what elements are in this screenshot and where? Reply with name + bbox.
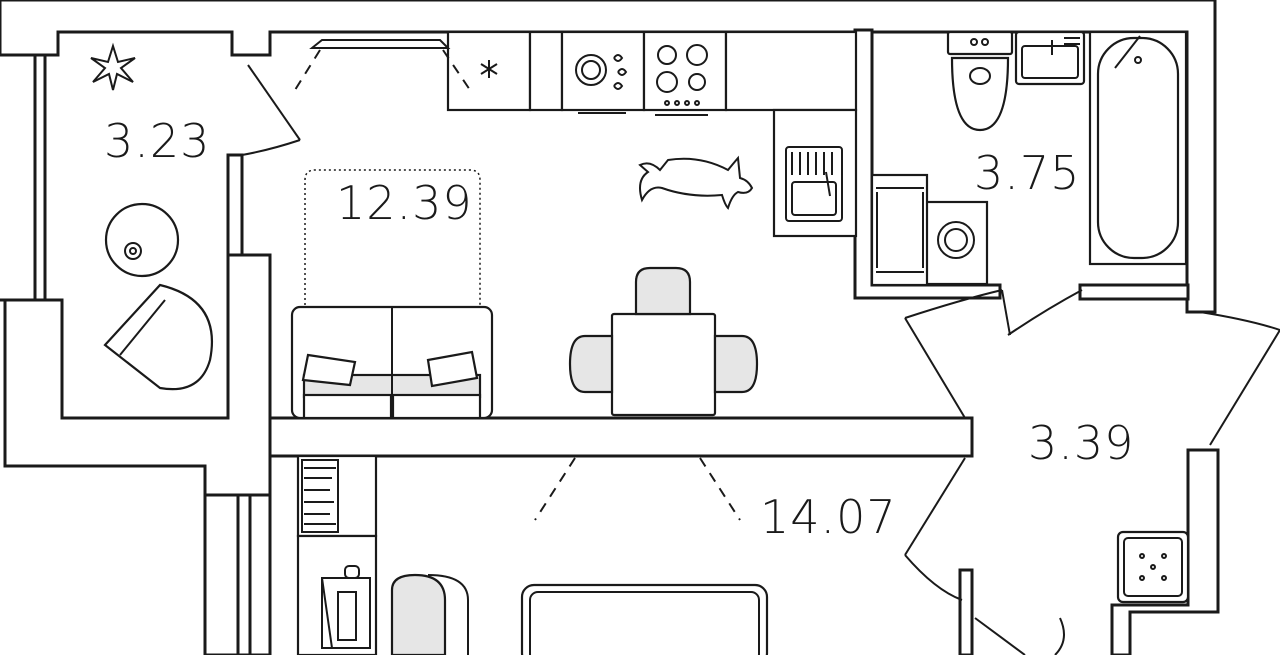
bath-icon	[1088, 30, 1188, 266]
hallway-area-label: 3.39	[1028, 416, 1135, 470]
snowflake-icon	[480, 60, 498, 78]
sink-icon	[785, 146, 843, 222]
balcony-area-label: 3.23	[104, 114, 211, 168]
electrical-panel-icon	[1116, 530, 1190, 604]
shelf	[870, 173, 929, 287]
armchair	[103, 283, 214, 391]
hob-icon	[655, 44, 708, 116]
balcony	[90, 42, 214, 391]
sofa	[290, 305, 494, 420]
bedroom-area-label: 14.07	[760, 490, 897, 544]
washing-machine-icon	[923, 200, 989, 286]
doors	[241, 64, 1280, 655]
bathroom	[870, 30, 1188, 287]
bedroom	[296, 454, 769, 655]
plant-icon	[90, 42, 136, 91]
cat-icon	[638, 155, 754, 210]
toilet-icon	[946, 30, 1014, 132]
round-table	[104, 202, 180, 278]
bathroom-area-label: 3.75	[974, 146, 1081, 200]
kitchen-area-label: 12.39	[336, 176, 473, 230]
dishwasher-icon	[575, 54, 628, 114]
washbasin	[1014, 30, 1086, 86]
kitchen	[290, 30, 858, 420]
dining-table	[568, 266, 759, 417]
